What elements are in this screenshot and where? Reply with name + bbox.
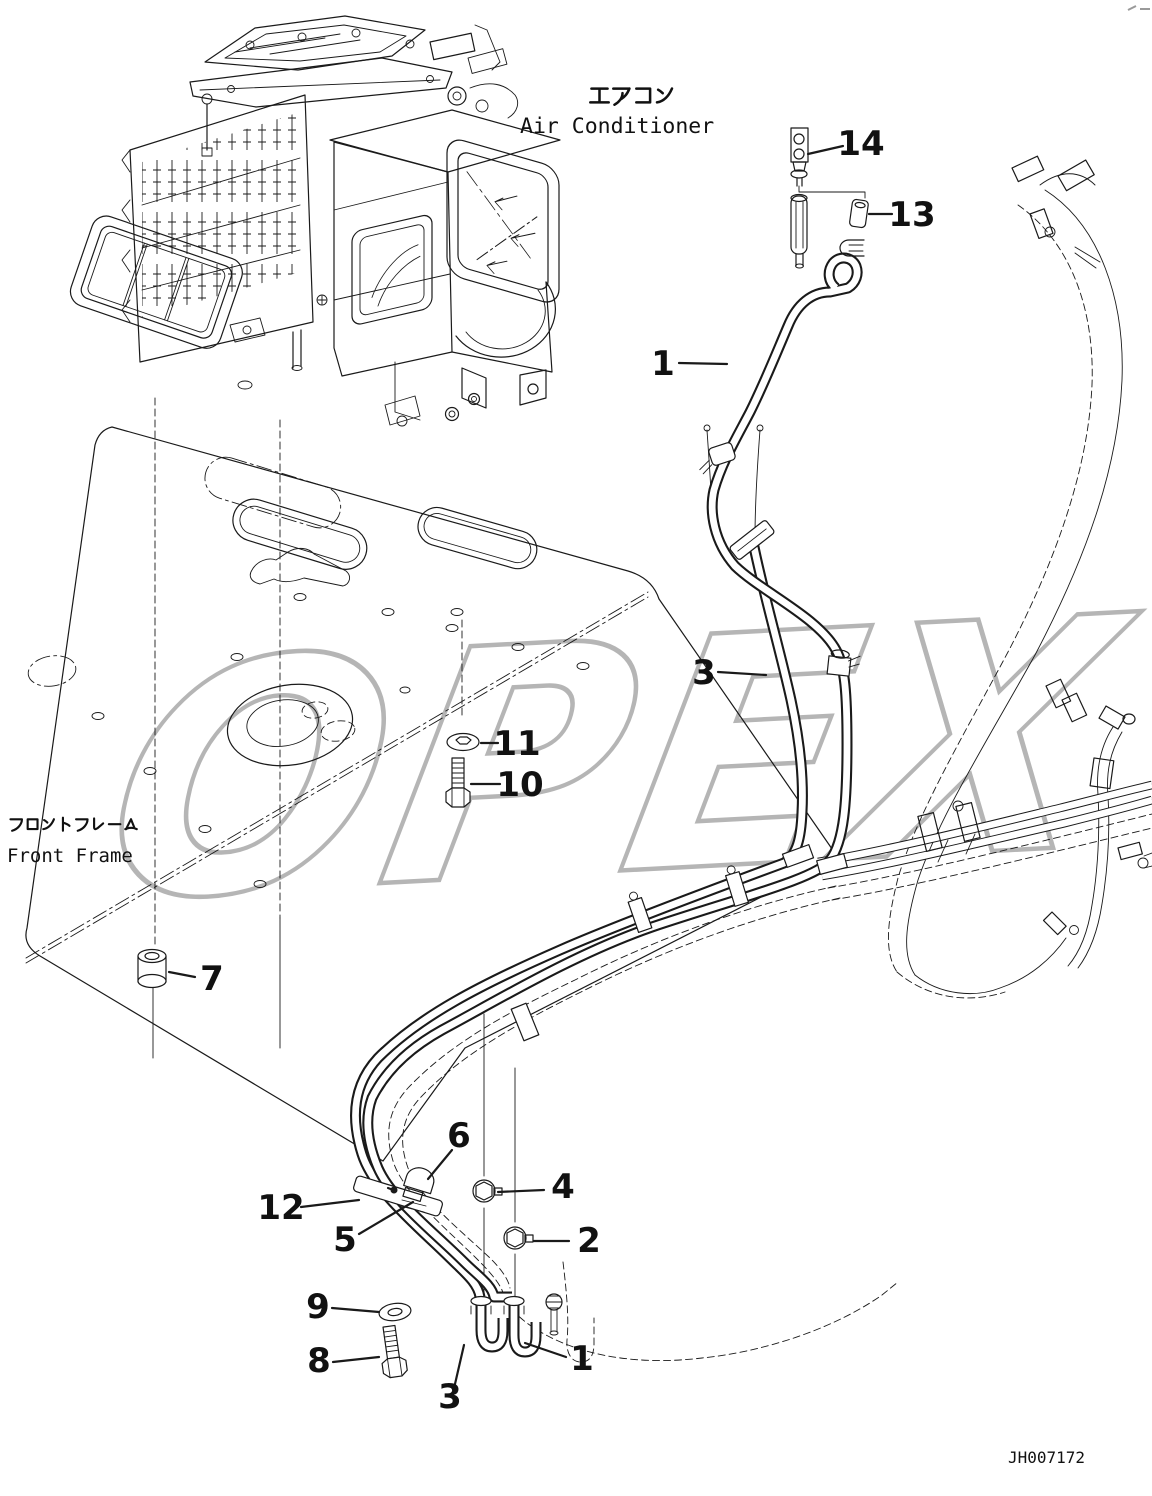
callout-13: 13 — [867, 195, 936, 235]
callout-number: 8 — [307, 1341, 331, 1381]
watermark: OPEX — [78, 545, 1152, 977]
callout-number: 1 — [651, 344, 675, 384]
callout-number: 3 — [692, 653, 716, 693]
callout-number: 2 — [577, 1221, 601, 1261]
title-en: Air Conditioner — [520, 114, 714, 139]
callout-number: 10 — [496, 765, 543, 805]
callout-2: 2 — [532, 1221, 601, 1261]
callout-number: 13 — [888, 195, 935, 235]
hose-1 — [362, 252, 863, 1303]
part-14-valve — [790, 127, 866, 199]
callout-3-bottom: 3 — [438, 1343, 466, 1417]
clamp-assembly — [353, 1167, 443, 1217]
callout-number: 9 — [306, 1287, 330, 1327]
reference-hoses-right — [888, 155, 1152, 999]
front-frame-ja — [9, 816, 138, 832]
watermark-text: OPEX — [80, 548, 1152, 975]
callout-number: 7 — [200, 959, 224, 999]
hose-fittings — [353, 442, 861, 1217]
intake-frame — [446, 139, 560, 303]
drawing-number: JH007172 — [1008, 1448, 1085, 1467]
callout-9: 9 — [306, 1287, 381, 1327]
callout-number: 3 — [438, 1377, 462, 1417]
callout-number: 12 — [257, 1188, 304, 1228]
part-7-bushing — [137, 948, 167, 989]
part-8-bolt — [381, 1324, 408, 1379]
callout-14: 14 — [806, 124, 885, 164]
label-front-frame: Front Frame — [7, 816, 138, 867]
plate-holes — [91, 380, 590, 888]
part-11-washer — [446, 732, 480, 752]
callout-number: 4 — [551, 1167, 575, 1207]
front-frame-en: Front Frame — [7, 845, 133, 867]
title-ja — [589, 87, 674, 106]
reference-hoses-bundle — [388, 885, 899, 1363]
callout-1-top: 1 — [651, 344, 729, 384]
u-tubes — [470, 1295, 542, 1358]
callout-4: 4 — [496, 1167, 575, 1207]
callout-10: 10 — [469, 765, 544, 805]
callout-number: 1 — [570, 1339, 594, 1379]
part-2-bolt — [503, 1226, 534, 1250]
corner-mark — [1127, 5, 1150, 11]
callout-number: 5 — [333, 1220, 357, 1260]
callout-1-bottom: 1 — [523, 1339, 594, 1379]
callout-6: 6 — [426, 1116, 471, 1181]
duct-grille — [69, 215, 243, 349]
callout-11: 11 — [479, 724, 541, 764]
bundle-right-continuation — [817, 780, 1152, 901]
callouts: 14 13 1 3 11 10 7 6 — [167, 124, 936, 1417]
front-frame-plate — [25, 380, 835, 1298]
part-10-bolt — [445, 757, 471, 808]
callout-number: 14 — [837, 124, 884, 164]
callout-3-mid: 3 — [692, 653, 768, 693]
air-conditioner-unit — [69, 15, 764, 539]
title-air-conditioner: Air Conditioner — [520, 87, 714, 139]
callout-5: 5 — [333, 1200, 415, 1260]
part-9-washer — [378, 1302, 412, 1322]
callout-number: 6 — [447, 1116, 471, 1156]
callout-7: 7 — [167, 959, 224, 999]
callout-number: 11 — [493, 724, 540, 764]
callout-12: 12 — [257, 1188, 361, 1228]
part-receiver-tube — [790, 193, 808, 269]
callout-8: 8 — [307, 1341, 381, 1381]
part-13-cap — [839, 198, 869, 257]
